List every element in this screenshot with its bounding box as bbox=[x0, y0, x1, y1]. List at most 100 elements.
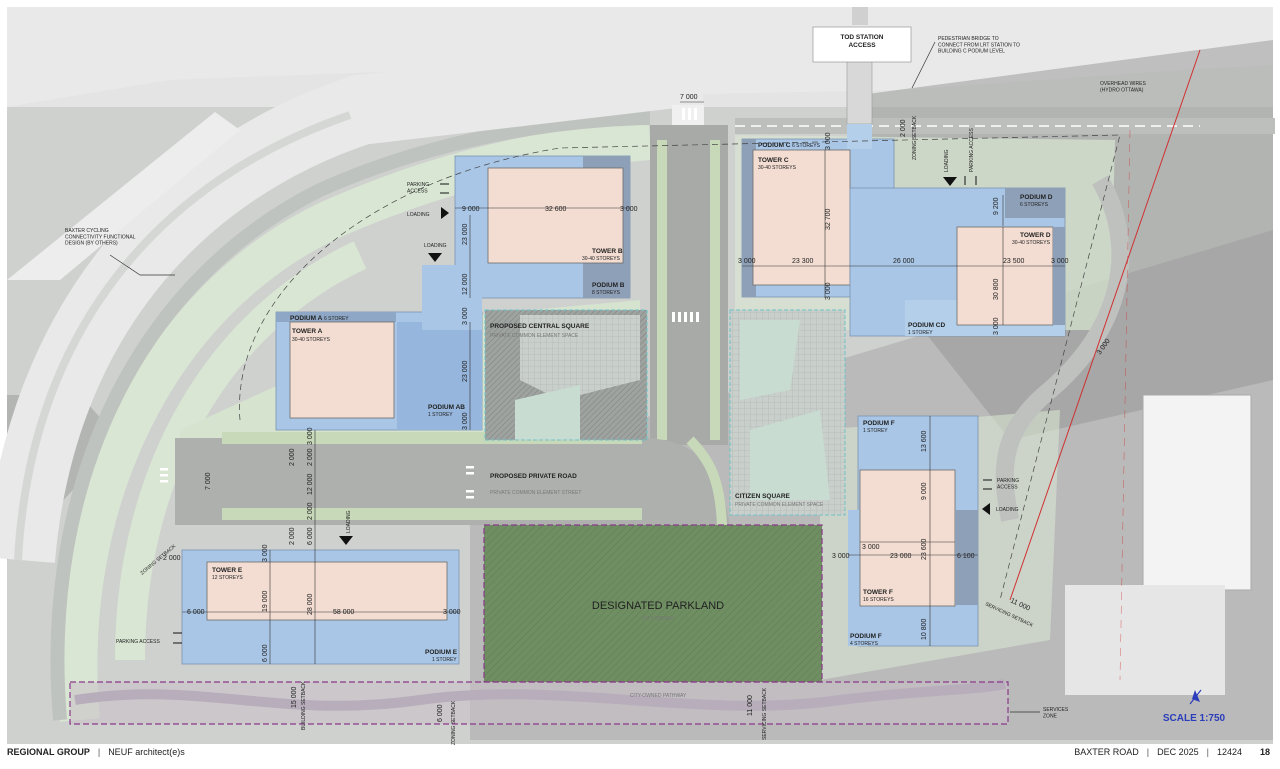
tower-a bbox=[289, 321, 395, 419]
dim-23600: 23 600 bbox=[921, 538, 928, 560]
zoning-setback-top: ZONING SETBACK bbox=[912, 115, 918, 160]
tower-c-name: TOWER C bbox=[758, 157, 789, 164]
dim-28000: 28 000 bbox=[307, 593, 314, 615]
podium-a-storeys: 6 STOREY bbox=[324, 316, 349, 322]
loading-c-label: LOADING bbox=[944, 149, 950, 172]
citizen-square-label: CITIZEN SQUARE bbox=[735, 493, 791, 500]
tower-a-storeys: 30-40 STOREYS bbox=[292, 337, 331, 343]
page-number: 18 bbox=[1259, 747, 1270, 757]
tower-b bbox=[487, 167, 624, 264]
dim-12000-road: 12 000 bbox=[307, 473, 314, 495]
dim-32600: 32 600 bbox=[545, 206, 567, 213]
dim-3000-e1: 3 000 bbox=[262, 544, 269, 562]
dim-32700: 32 700 bbox=[825, 208, 832, 230]
tower-b-name: TOWER B bbox=[592, 248, 623, 255]
project-name: BAXTER ROAD bbox=[1074, 747, 1139, 757]
company-name: REGIONAL GROUP bbox=[7, 747, 90, 757]
podium-cd-name: PODIUM CD bbox=[908, 322, 946, 329]
tower-f-name: TOWER F bbox=[863, 589, 893, 596]
dim-3000-c2: 3 000 bbox=[825, 282, 832, 300]
dim-23500: 23 500 bbox=[1003, 258, 1025, 265]
parkland-sub: CITY-OWNED bbox=[642, 616, 674, 622]
dim-9000-f: 9 000 bbox=[921, 482, 928, 500]
dim-2000-road2: 2 000 bbox=[307, 502, 314, 520]
podium-e-name: PODIUM E bbox=[425, 649, 458, 656]
tower-a-name: TOWER A bbox=[292, 328, 323, 335]
dim-3000-c1: 3 000 bbox=[825, 132, 832, 150]
dim-12000-b: 12 000 bbox=[462, 273, 469, 295]
footer-left: REGIONAL GROUP|NEUF architect(e)s bbox=[7, 747, 185, 757]
podium-c-name: PODIUM C bbox=[758, 142, 791, 149]
dim-23300: 23 300 bbox=[792, 258, 814, 265]
central-square-sub: PRIVATE COMMON ELEMENT SPACE bbox=[490, 333, 579, 339]
building-setback-label: BUILDING SETBACK bbox=[301, 681, 307, 730]
tod-station-box bbox=[812, 26, 912, 63]
citizen-square-sub: PRIVATE COMMON ELEMENT SPACE bbox=[735, 502, 824, 508]
tower-d-storeys: 30-40 STOREYS bbox=[1012, 240, 1051, 246]
dim-2000-road3: 2 000 bbox=[289, 448, 296, 466]
dim-3000-e2: 3 000 bbox=[443, 609, 461, 616]
footer: REGIONAL GROUP|NEUF architect(e)s BAXTER… bbox=[0, 744, 1280, 764]
dim-13600: 13 600 bbox=[921, 430, 928, 452]
dim-26000: 26 000 bbox=[893, 258, 915, 265]
podium-d-name: PODIUM D bbox=[1020, 194, 1053, 201]
tower-e-name: TOWER E bbox=[212, 567, 243, 574]
tower-f-storeys: 16 STOREYS bbox=[863, 597, 894, 603]
parking-access-e-label: PARKING ACCESS bbox=[116, 639, 160, 645]
parking-access-c-label: PARKING ACCESS bbox=[969, 128, 975, 172]
podium-ab-storeys: 1 STOREY bbox=[428, 412, 453, 418]
dim-3000-a1: 3 000 bbox=[462, 307, 469, 325]
dim-15000: 15 000 bbox=[291, 686, 298, 708]
dim-6100: 6 100 bbox=[957, 553, 975, 560]
private-road-label: PROPOSED PRIVATE ROAD bbox=[490, 473, 577, 480]
dim-7000-top: 7 000 bbox=[680, 94, 698, 101]
project-number: 12424 bbox=[1216, 747, 1242, 757]
podium-d-storeys: 6 STOREYS bbox=[1020, 202, 1049, 208]
dim-6000-e: 6 000 bbox=[262, 644, 269, 662]
dim-6000-e2: 6 000 bbox=[187, 609, 205, 616]
dim-23000-b: 23 000 bbox=[462, 223, 469, 245]
podium-b-storeys: 8 STOREYS bbox=[592, 290, 621, 296]
dim-10800: 10 800 bbox=[921, 618, 928, 640]
dim-23000-f: 23 000 bbox=[890, 553, 912, 560]
designated-parkland bbox=[484, 525, 822, 682]
dim-3000-d: 3 000 bbox=[1051, 258, 1069, 265]
dim-2000-road4: 2 000 bbox=[289, 527, 296, 545]
dim-9000: 9 000 bbox=[462, 206, 480, 213]
loading-b-label: LOADING bbox=[407, 212, 430, 218]
private-road-sub: PRIVATE COMMON ELEMENT STREET bbox=[490, 490, 581, 496]
tower-b-storeys: 30-40 STOREYS bbox=[582, 256, 621, 262]
dim-2000-left: 2 000 bbox=[163, 555, 181, 562]
dim-3000-c3: 3 000 bbox=[738, 258, 756, 265]
parkland-label: DESIGNATED PARKLAND bbox=[592, 600, 724, 612]
podium-c-storeys: 6 STOREYS bbox=[792, 143, 821, 149]
tower-e bbox=[206, 561, 448, 621]
dim-23000-a: 23 000 bbox=[462, 360, 469, 382]
servicing-setback-bottom: SERVICING SETBACK bbox=[762, 687, 768, 740]
dim-9200: 9 200 bbox=[993, 197, 1000, 215]
podium-cd-storeys: 1 STOREY bbox=[908, 330, 933, 336]
tower-f bbox=[859, 469, 956, 607]
tower-d-name: TOWER D bbox=[1020, 232, 1051, 239]
tower-c bbox=[752, 149, 851, 286]
dim-3000-f1: 3 000 bbox=[832, 553, 850, 560]
podium-f-bot-name: PODIUM F bbox=[850, 633, 882, 640]
dim-11000-bottom: 11 000 bbox=[747, 695, 754, 716]
project-date: DEC 2025 bbox=[1157, 747, 1199, 757]
podium-f-top-storeys: 1 STOREY bbox=[863, 428, 888, 434]
dim-7000-left: 7 000 bbox=[205, 472, 212, 490]
architect-name: NEUF architect(e)s bbox=[108, 747, 185, 757]
dim-58000: 58 000 bbox=[333, 609, 355, 616]
loading-f-label: LOADING bbox=[996, 507, 1019, 513]
zoning-setback-bottom: ZONING SETBACK bbox=[451, 700, 457, 745]
dim-6000-road: 6 000 bbox=[307, 527, 314, 545]
scale-label: SCALE 1:750 bbox=[1163, 713, 1226, 724]
dim-2000-road1: 2 000 bbox=[307, 448, 314, 466]
